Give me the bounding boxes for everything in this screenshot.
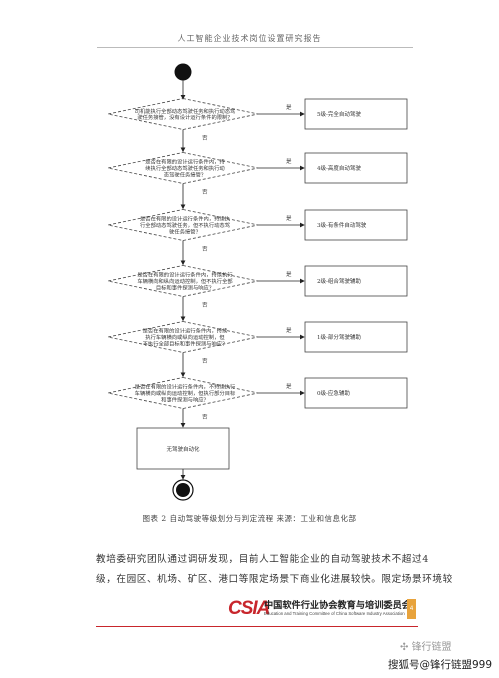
decision-text-2-1: 是否在有限的设计运行条件内，持 — [145, 158, 225, 166]
decision-text-4-1: 是否在有限的设计运行条件内，持续执行 — [137, 271, 233, 279]
decision-text-2-3: 态驾驶任务接管？ — [164, 170, 206, 178]
decision-text-5-3: 不执行全部目标和事件探测与响应？ — [143, 339, 228, 347]
level-box-1 — [304, 98, 408, 130]
level-label-6: 0级-应急辅助 — [317, 389, 350, 397]
decision-diamond-1 — [107, 98, 259, 130]
org-name-cn: 中国软件行业协会教育与培训委员会 — [264, 600, 411, 611]
org-name-en: Education and Training Committee of Chin… — [264, 611, 405, 616]
decision-text-6-2: 车辆横向或纵向运动控制，但执行部分目标 — [135, 389, 236, 397]
page-header-title: 人工智能企业技术岗位设置研究报告 — [177, 34, 322, 43]
decision-diamond-5 — [107, 321, 259, 353]
watermark-top-text: 锋行链盟 — [411, 642, 452, 653]
final-box — [136, 427, 230, 470]
decision-text-5-1: 是否在有限的设计运行条件内，持续 — [143, 327, 228, 335]
decision-diamond-2 — [107, 152, 259, 184]
yes-label-3: 是 — [286, 215, 292, 222]
no-label-5: 否 — [202, 358, 208, 365]
csia-logo: CSIA 中国软件行业协会教育与培训委员会 Education and Trai… — [228, 596, 428, 624]
wechat-icon: ✣ — [400, 642, 412, 653]
csia-logo-mark: CSIA — [228, 598, 270, 619]
level-label-1: 5级-完全自动驾驶 — [317, 110, 361, 118]
decision-text-6-1: 是否在有限的设计运行条件内，不持续执行 — [135, 383, 236, 391]
page-number-badge: 4 — [407, 599, 416, 619]
level-label-2: 4级-高度自动驾驶 — [317, 164, 361, 172]
decision-diamond-3 — [107, 209, 259, 241]
level-label-3: 3级-有条件自动驾驶 — [317, 221, 367, 229]
watermark-bottom: 搜狐号@锋行链盟999 — [388, 657, 493, 672]
decision-text-5-2: 执行车辆横向或纵向运动控制，但 — [145, 333, 225, 341]
body-text-line-2: 级，在园区、机场、矿区、港口等限定场景下商业化进展较快。限定场景环境较 — [96, 574, 453, 585]
body-text-line-1: 教培委研究团队通过调研发现，目前人工智能企业的自动驾驶技术不超过4 — [96, 554, 429, 565]
decision-text-3-2: 行全部动态驾驶任务，但不执行动态驾 — [140, 221, 230, 229]
end-node-outer — [172, 479, 194, 501]
decision-text-4-2: 车辆横向和纵向运动控制，但不执行全部 — [137, 277, 233, 285]
start-node — [174, 63, 192, 81]
no-label-3: 否 — [202, 246, 208, 253]
yes-label-6: 是 — [286, 383, 292, 390]
level-label-5: 1级-部分驾驶辅助 — [317, 333, 361, 341]
yes-label-4: 是 — [286, 271, 292, 278]
decision-text-3-3: 驶任务接管？ — [169, 227, 201, 235]
decision-text-2-2: 续执行全部动态驾驶任务和执行动 — [145, 164, 224, 172]
yes-label-1: 是 — [286, 104, 292, 111]
level-label-4: 2级-组合驾驶辅助 — [317, 277, 361, 285]
decision-text-6-3: 和事件探测与响应？ — [161, 395, 209, 403]
flow-static-shapes — [174, 63, 192, 100]
level-box-5 — [304, 321, 408, 353]
yes-label-5: 是 — [286, 327, 292, 334]
decision-text-1-2: 驶任务接管，没有设计运行条件的限制？ — [137, 113, 232, 121]
level-box-4 — [304, 265, 408, 297]
decision-diamond-6 — [107, 377, 259, 409]
end-node-inner — [176, 483, 190, 497]
decision-text-1-1: 司机能执行全部动态驾驶任务和执行动态驾 — [135, 107, 236, 115]
final-box-label: 无驾驶自动化 — [166, 445, 200, 453]
figure-caption: 图表 2 自动驾驶等级划分与判定流程 来源：工业和信息化部 — [142, 514, 357, 523]
decision-text-4-3: 目标和事件探测与响应？ — [156, 283, 214, 291]
level-box-6 — [304, 377, 408, 409]
no-label-1: 否 — [202, 135, 208, 142]
yes-label-2: 是 — [286, 158, 292, 165]
decision-text-3-1: 是否在有限的设计运行条件内，持续执 — [140, 215, 231, 223]
footer-divider — [96, 626, 418, 628]
no-label-2: 否 — [202, 189, 208, 196]
watermark-top: ✣ 锋行链盟 — [400, 638, 452, 653]
decision-diamond-4 — [107, 265, 259, 297]
no-label-6: 否 — [202, 414, 208, 421]
header-divider — [97, 47, 413, 48]
no-label-4: 否 — [202, 302, 208, 309]
level-box-2 — [304, 152, 408, 184]
level-box-3 — [304, 209, 408, 241]
